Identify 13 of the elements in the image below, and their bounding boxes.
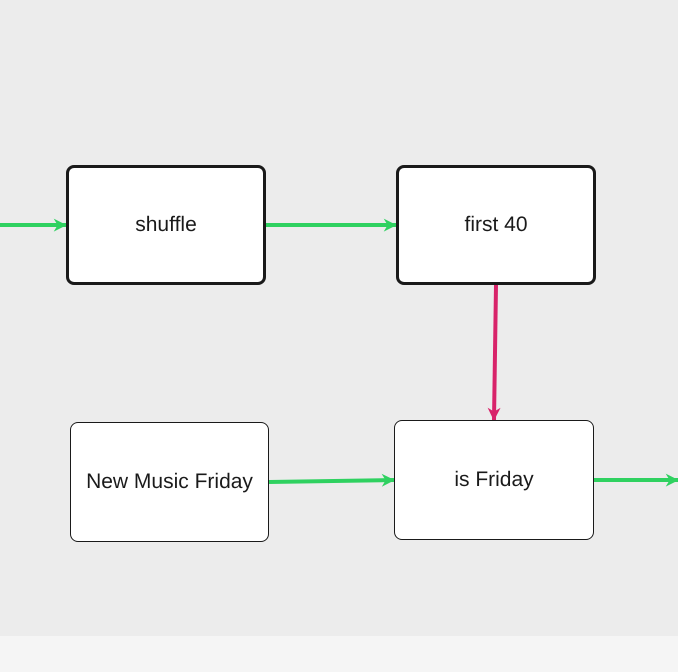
arrow bbox=[594, 474, 678, 487]
box-label: is Friday bbox=[454, 466, 534, 493]
process-box bbox=[70, 422, 269, 542]
process-box bbox=[396, 165, 596, 285]
process-box bbox=[66, 165, 266, 285]
arrow bbox=[266, 218, 397, 232]
arrow bbox=[488, 284, 501, 421]
arrow bbox=[268, 474, 395, 487]
box-label: New Music Friday bbox=[86, 468, 253, 495]
arrow bbox=[0, 218, 67, 232]
box-label: first 40 bbox=[464, 212, 528, 238]
box-label: shuffle bbox=[135, 212, 197, 238]
process-box bbox=[394, 420, 594, 540]
